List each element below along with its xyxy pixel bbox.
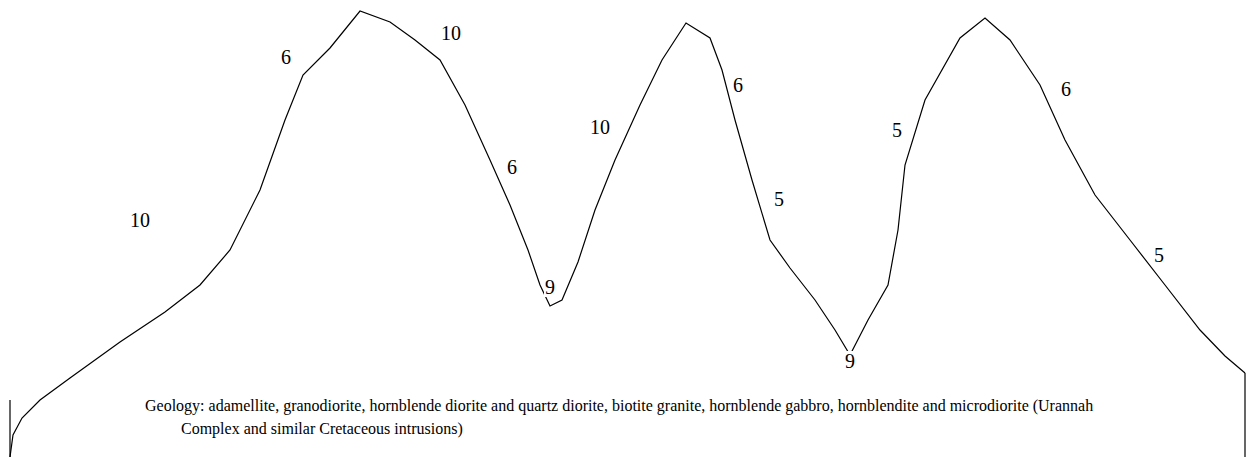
slope-number: 6 (280, 47, 292, 67)
slope-number: 10 (440, 23, 462, 43)
profile-line (10, 11, 1245, 457)
slope-number: 10 (589, 117, 611, 137)
slope-number: 10 (129, 210, 151, 230)
slope-number: 5 (1153, 245, 1165, 265)
slope-number: 9 (544, 277, 556, 297)
slope-number: 6 (506, 157, 518, 177)
geology-caption: Geology: adamellite, granodiorite, hornb… (145, 394, 1145, 440)
slope-number: 9 (844, 351, 856, 371)
section-edge (1244, 373, 1245, 457)
section-edge (9, 400, 10, 457)
slope-number: 6 (732, 75, 744, 95)
slope-number: 5 (773, 189, 785, 209)
slope-number: 6 (1060, 79, 1072, 99)
slope-number: 5 (891, 120, 903, 140)
